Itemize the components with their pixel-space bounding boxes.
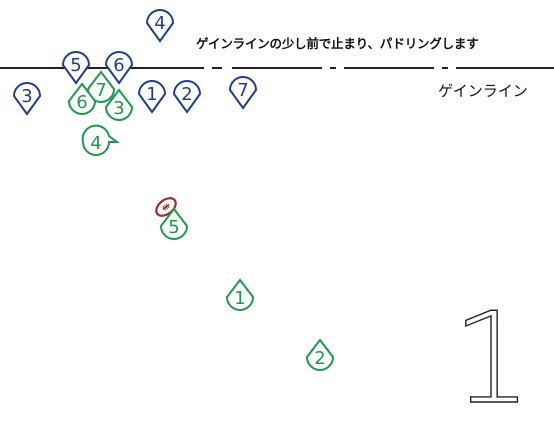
- player-green-4: 4: [81, 124, 120, 157]
- player-number: 4: [90, 133, 101, 154]
- player-green-3: 3: [104, 88, 134, 121]
- play-caption: ゲインラインの少し前で止まり、パドリングします: [196, 36, 479, 51]
- player-green-1: 1: [225, 278, 255, 311]
- player-number: 6: [113, 55, 124, 76]
- player-blue-2: 2: [172, 80, 202, 114]
- player-number: 5: [168, 217, 179, 238]
- player-number: 7: [95, 80, 106, 101]
- player-number: 3: [113, 98, 124, 119]
- player-number: 6: [76, 92, 87, 113]
- player-blue-5: 5: [61, 51, 91, 85]
- player-green-5: 5: [159, 207, 189, 240]
- gain-line-label: ゲインライン: [438, 82, 528, 100]
- player-number: 5: [70, 55, 81, 76]
- player-blue-1: 1: [137, 80, 167, 114]
- player-blue-4: 4: [145, 9, 175, 43]
- player-number: 2: [181, 84, 192, 105]
- player-number: 7: [237, 80, 248, 101]
- diagram-canvas: 4 5 6 3 1 2 7 7: [0, 9, 554, 371]
- player-number: 4: [154, 13, 165, 34]
- yard-number: 19: [451, 285, 554, 432]
- player-green-6: 6: [67, 82, 97, 115]
- play-diagram: 4 5 6 3 1 2 7 7: [0, 9, 554, 422]
- player-blue-7: 7: [228, 76, 258, 110]
- player-number: 2: [314, 348, 325, 369]
- player-blue-3: 3: [12, 82, 42, 116]
- player-blue-6: 6: [104, 51, 134, 85]
- player-number: 1: [234, 288, 245, 309]
- player-number: 1: [146, 84, 157, 105]
- player-green-2: 2: [305, 338, 335, 371]
- player-number: 3: [21, 86, 32, 107]
